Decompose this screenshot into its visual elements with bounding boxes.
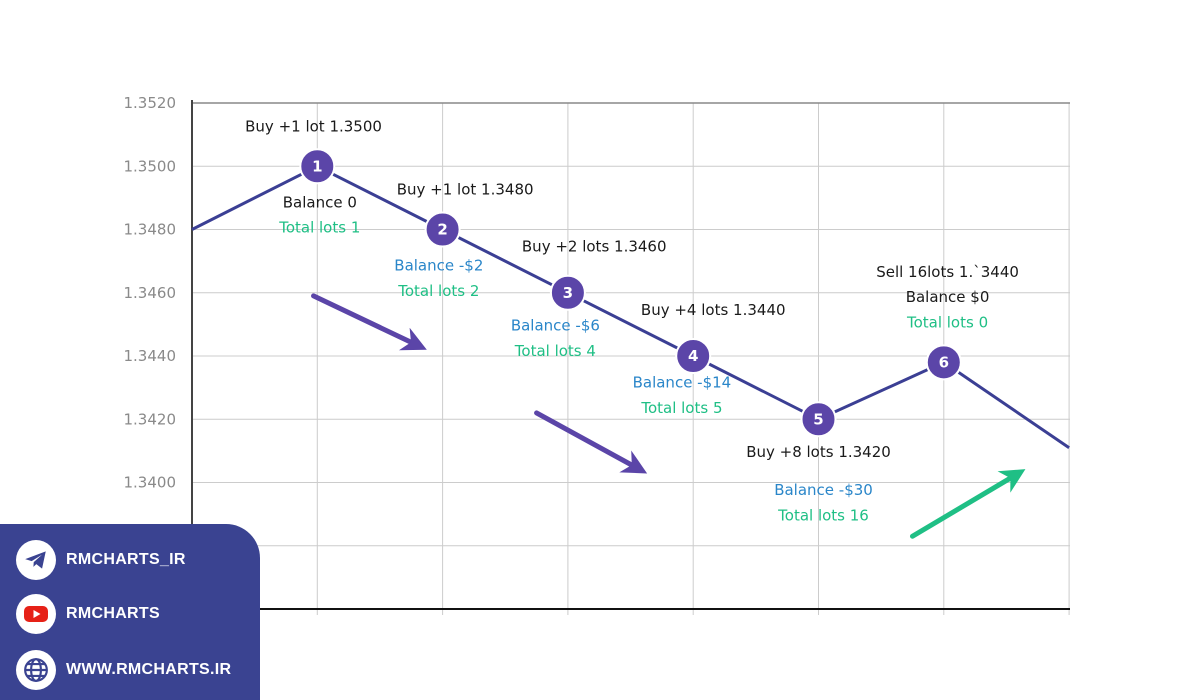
lots-2: Total lots 2 bbox=[397, 282, 479, 300]
trade-5: Buy +8 lots 1.3420 bbox=[746, 443, 891, 461]
lots-6: Total lots 0 bbox=[906, 314, 988, 332]
telegram-icon bbox=[16, 540, 56, 580]
y-tick-label: 1.3420 bbox=[124, 410, 177, 428]
social-row-youtube[interactable]: RMCHARTS bbox=[16, 594, 160, 634]
price-series-line bbox=[191, 164, 1070, 449]
balance-2: Balance -$2 bbox=[394, 257, 483, 275]
y-tick-label: 1.3500 bbox=[124, 157, 177, 175]
y-tick-label: 1.3480 bbox=[124, 221, 177, 239]
trade-6: Sell 16lots 1.`3440 bbox=[876, 263, 1019, 281]
trade-marker-1: 1 bbox=[299, 148, 336, 185]
lots-3: Total lots 4 bbox=[514, 342, 596, 360]
balance-6: Balance $0 bbox=[906, 288, 990, 306]
lots-5: Total lots 16 bbox=[777, 506, 869, 524]
trade-3: Buy +2 lots 1.3460 bbox=[522, 238, 667, 256]
trade-marker-5: 5 bbox=[800, 401, 837, 438]
youtube-label: RMCHARTS bbox=[66, 605, 160, 622]
balance-4: Balance -$14 bbox=[633, 374, 732, 392]
marker-label: 6 bbox=[939, 353, 949, 371]
youtube-icon bbox=[16, 594, 56, 634]
social-panel: RMCHARTS_IR RMCHARTS WWW.RMCHARTS.IR bbox=[0, 524, 260, 700]
y-tick-label: 1.3440 bbox=[124, 347, 177, 365]
trade-4: Buy +4 lots 1.3440 bbox=[641, 301, 786, 319]
trade-marker-2: 2 bbox=[424, 211, 461, 248]
down-arrow-1 bbox=[311, 293, 427, 351]
marker-label: 3 bbox=[563, 284, 573, 302]
y-tick-label: 1.3460 bbox=[124, 284, 177, 302]
balance-3: Balance -$6 bbox=[511, 317, 600, 335]
balance-5: Balance -$30 bbox=[774, 481, 873, 499]
lots-4: Total lots 5 bbox=[640, 399, 722, 417]
marker-label: 1 bbox=[312, 157, 322, 175]
y-tick-label: 1.3400 bbox=[124, 474, 177, 492]
up-arrow bbox=[909, 469, 1026, 539]
trade-marker-3: 3 bbox=[549, 274, 586, 311]
globe-icon bbox=[16, 650, 56, 690]
marker-label: 2 bbox=[437, 221, 447, 239]
y-tick-label: 1.3520 bbox=[124, 94, 177, 112]
social-row-website[interactable]: WWW.RMCHARTS.IR bbox=[16, 650, 231, 690]
telegram-label: RMCHARTS_IR bbox=[66, 551, 186, 568]
trend-arrows bbox=[311, 293, 1026, 539]
trade-1: Buy +1 lot 1.3500 bbox=[245, 117, 382, 135]
trade-markers: 1 2 3 4 5 6 bbox=[299, 148, 962, 438]
marker-label: 4 bbox=[688, 347, 698, 365]
social-row-telegram[interactable]: RMCHARTS_IR bbox=[16, 540, 186, 580]
trade-marker-4: 4 bbox=[675, 338, 712, 374]
trade-2: Buy +1 lot 1.3480 bbox=[397, 181, 534, 199]
lots-1: Total lots 1 bbox=[278, 219, 360, 237]
marker-label: 5 bbox=[813, 410, 823, 428]
grid-lines bbox=[191, 100, 1070, 615]
trade-marker-6: 6 bbox=[925, 344, 962, 381]
down-arrow-2 bbox=[534, 410, 648, 474]
balance-1: Balance 0 bbox=[283, 193, 357, 211]
website-label: WWW.RMCHARTS.IR bbox=[66, 661, 232, 678]
